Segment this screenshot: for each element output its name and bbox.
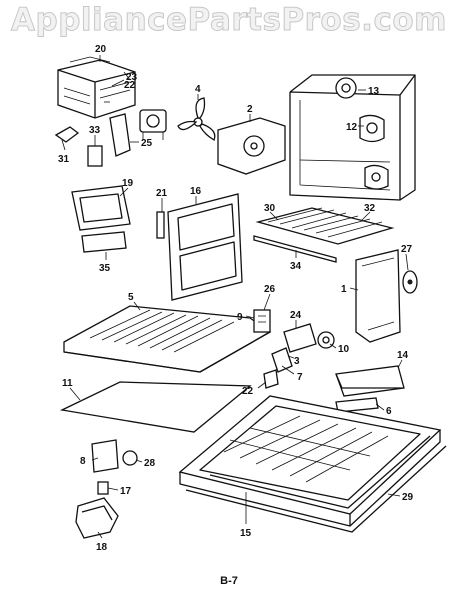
part-base-tub-15 xyxy=(178,395,442,527)
part-shelf-32 xyxy=(255,207,395,245)
callout-28: 28 xyxy=(144,458,156,469)
watermark-text: AppliancePartsPros.com xyxy=(11,2,447,39)
callout-23: 23 xyxy=(126,72,138,83)
callout-4: 4 xyxy=(195,84,201,95)
callout-3: 3 xyxy=(294,356,300,367)
callout-34: 34 xyxy=(290,261,302,272)
callout-33: 33 xyxy=(89,125,101,136)
part-knob-27 xyxy=(402,270,418,294)
part-control-housing-1 xyxy=(355,249,401,343)
callout-27: 27 xyxy=(401,244,413,255)
callout-19: 19 xyxy=(122,178,134,189)
callout-15: 15 xyxy=(240,528,252,539)
callout-5: 5 xyxy=(128,292,134,303)
callout-12: 12 xyxy=(346,122,358,133)
callout-8: 8 xyxy=(80,456,86,467)
callout-22-top: 22 xyxy=(124,80,136,91)
callout-32: 32 xyxy=(364,203,376,214)
callout-16: 16 xyxy=(190,186,202,197)
part-cabinet-liner xyxy=(289,74,416,201)
part-freezer-door-16 xyxy=(167,193,243,301)
part-drain-trough-18 xyxy=(75,497,119,539)
callout-26: 26 xyxy=(264,284,276,295)
callout-2: 2 xyxy=(247,104,253,115)
callout-10: 10 xyxy=(338,344,350,355)
callout-1: 1 xyxy=(341,284,347,295)
part-fan-motor xyxy=(139,109,167,140)
part-fan-blade-4 xyxy=(177,97,216,141)
part-insulation-25 xyxy=(109,113,131,157)
callout-labels: 20 23 22 4 2 13 12 33 25 31 19 21 16 30 … xyxy=(58,44,414,553)
part-clip-17 xyxy=(97,481,109,495)
callout-35: 35 xyxy=(99,263,111,274)
part-frame-19 xyxy=(71,185,131,231)
callout-14: 14 xyxy=(397,350,409,361)
callout-24: 24 xyxy=(290,310,302,321)
part-control-cluster xyxy=(253,309,335,389)
callout-13: 13 xyxy=(368,86,380,97)
callout-22: 22 xyxy=(242,386,254,397)
part-plate-35 xyxy=(81,231,127,253)
callout-6: 6 xyxy=(386,406,392,417)
callout-29: 29 xyxy=(402,492,414,503)
callout-11: 11 xyxy=(62,378,73,389)
callout-18: 18 xyxy=(96,542,108,553)
part-shelf-trim-34 xyxy=(253,235,337,263)
part-insulation-sheet-11 xyxy=(59,381,252,433)
part-evaporator-cover xyxy=(57,56,136,119)
callout-21: 21 xyxy=(156,188,168,199)
part-bracket-31 xyxy=(54,126,80,143)
callout-25: 25 xyxy=(141,138,153,149)
page-number: B-7 xyxy=(220,575,238,587)
part-door-bin-14 xyxy=(335,365,405,397)
part-fan-shroud-2 xyxy=(217,117,286,175)
callout-20: 20 xyxy=(95,44,107,55)
callout-9: 9 xyxy=(237,312,243,323)
leader-lines xyxy=(61,55,409,539)
part-cover-6 xyxy=(335,397,379,413)
callout-31: 31 xyxy=(58,154,70,165)
callout-30: 30 xyxy=(264,203,276,214)
callout-17: 17 xyxy=(120,486,132,497)
part-hinge-21 xyxy=(156,211,165,239)
part-plate-33 xyxy=(87,145,103,167)
callout-7: 7 xyxy=(297,372,303,383)
part-drain-pan-8 xyxy=(91,439,138,473)
part-gasket-29 xyxy=(185,445,447,533)
